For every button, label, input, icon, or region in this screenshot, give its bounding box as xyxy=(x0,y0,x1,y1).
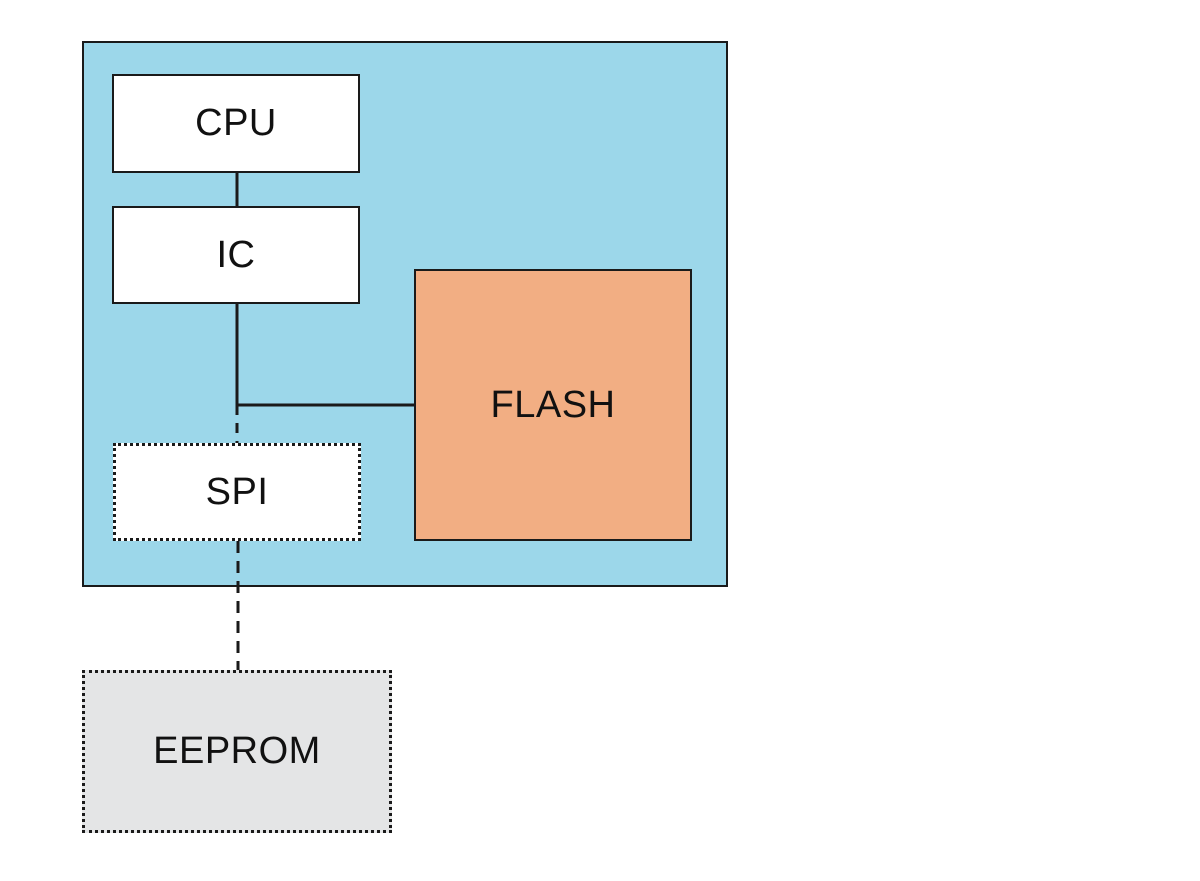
cpu-label: CPU xyxy=(195,102,277,144)
cpu-block: CPU xyxy=(112,74,360,173)
ic-block: IC xyxy=(112,206,360,304)
flash-label: FLASH xyxy=(490,383,616,426)
spi-block: SPI xyxy=(113,443,361,541)
eeprom-block: EEPROM xyxy=(82,670,392,833)
flash-block: FLASH xyxy=(414,269,692,541)
eeprom-label: EEPROM xyxy=(153,730,321,772)
spi-label: SPI xyxy=(205,470,269,513)
ic-label: IC xyxy=(216,233,256,276)
